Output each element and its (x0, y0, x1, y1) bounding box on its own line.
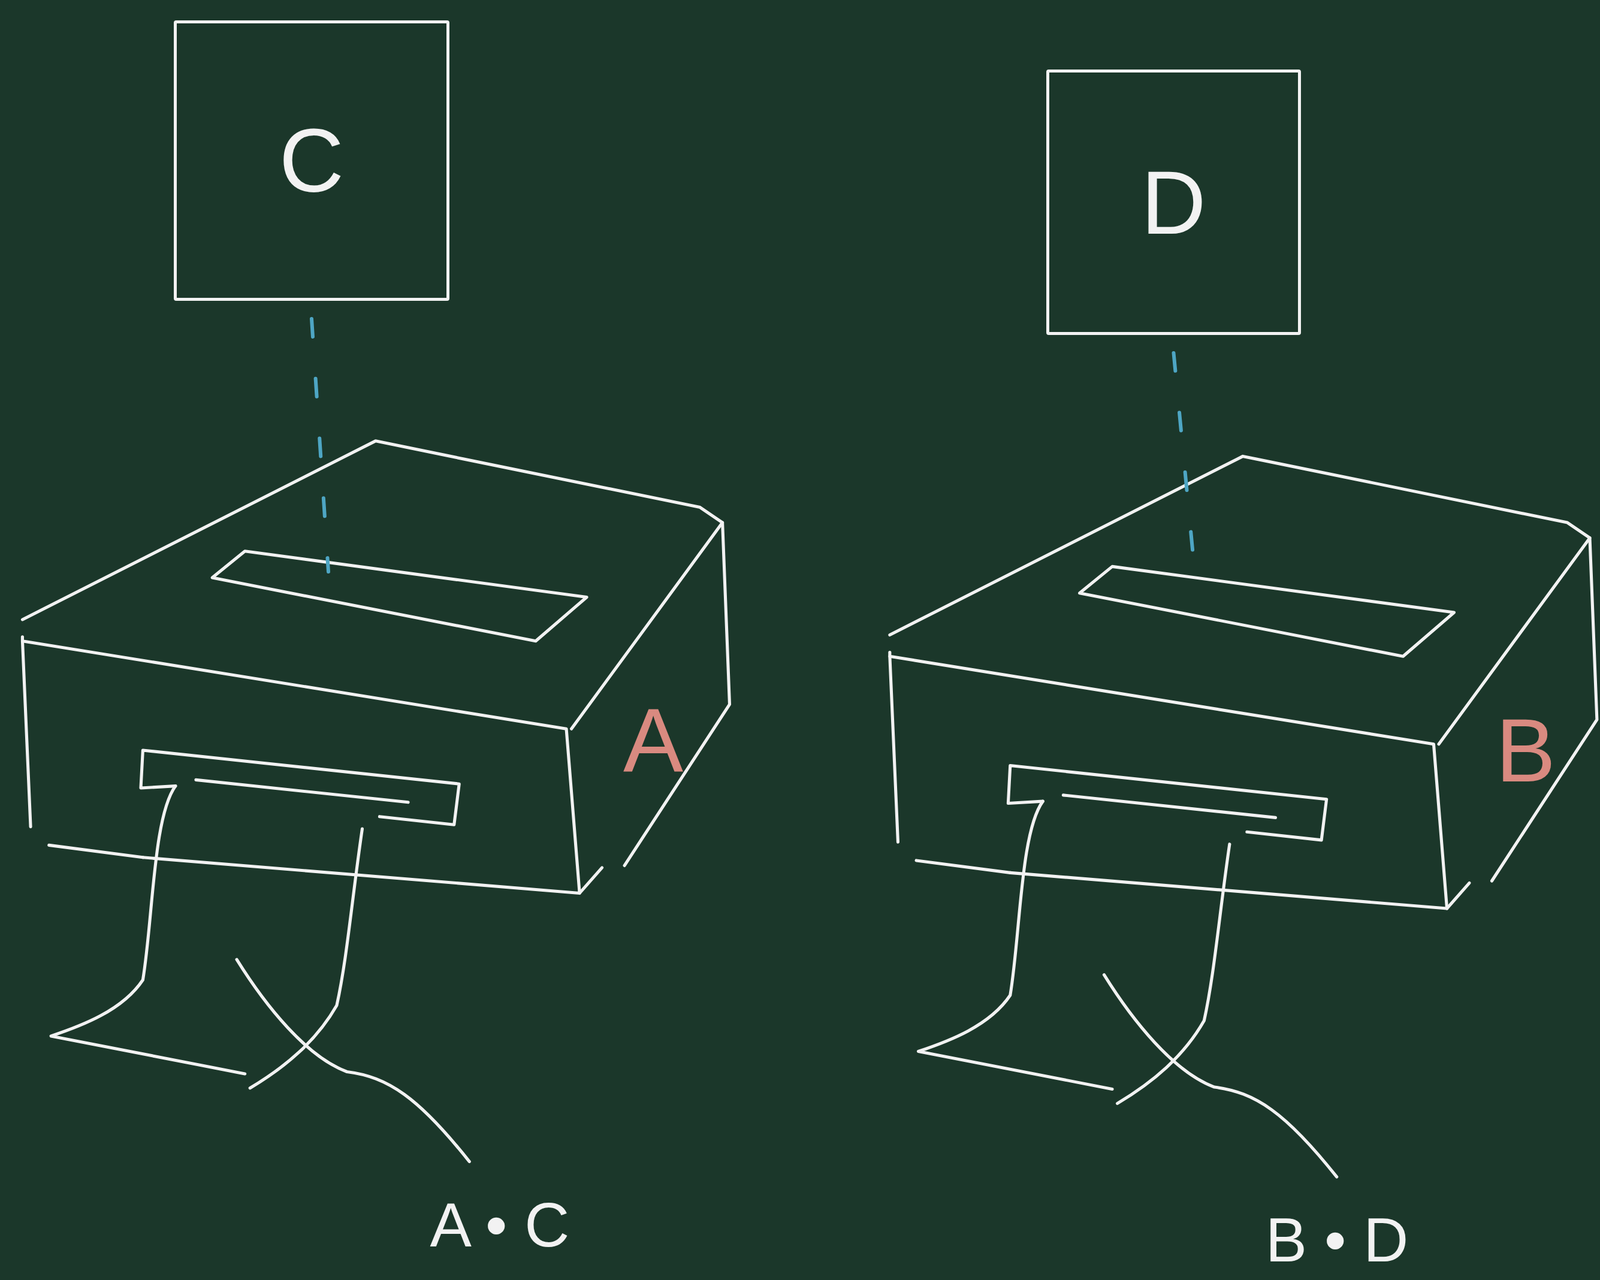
machine-box: A (20, 571, 735, 899)
machine-letter: A (623, 695, 684, 786)
card-letter: D (1140, 157, 1206, 248)
input-card: D (1046, 69, 1301, 335)
machine-b (889, 456, 1598, 1177)
output-label: A • C (430, 1193, 570, 1257)
machine-letter: B (1495, 705, 1556, 796)
input-card: C (173, 20, 450, 301)
dashed-feed-line (311, 318, 329, 572)
machine-a (22, 441, 730, 1162)
dashed-feed-line (1173, 352, 1197, 587)
card-letter: C (279, 115, 344, 206)
machine-box: B (888, 586, 1596, 914)
output-label: B • D (1265, 1208, 1409, 1272)
